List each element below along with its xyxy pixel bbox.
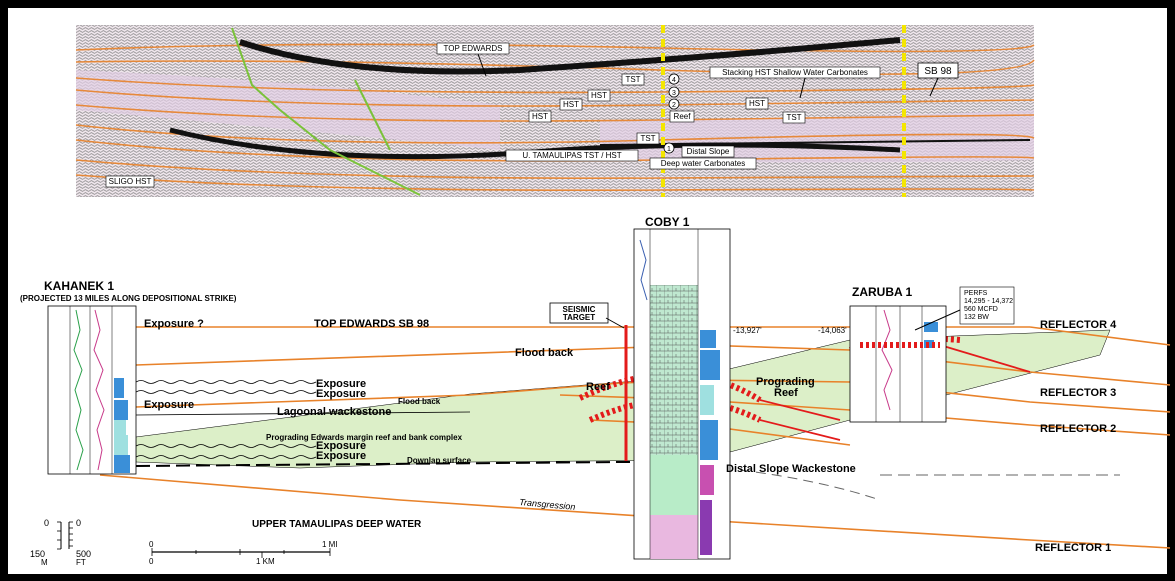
svg-text:Reef: Reef [674,112,692,121]
label-hst-2: HST [559,98,583,111]
svg-text:M: M [41,558,48,567]
svg-text:0: 0 [44,518,49,528]
label-exposure-2: Exposure [316,388,366,400]
cross-section: PERFS 14,295 - 14,372 560 MCFD 132 BW SE… [20,215,1171,560]
svg-text:FT: FT [76,558,86,567]
zaruba-title: ZARUBA 1 [852,285,913,299]
horizontal-scale: 0 1 MI 0 1 KM [149,540,338,566]
label-reef: Reef [586,381,610,393]
label-flood-back-1: Flood back [515,347,574,359]
label-distal-slope-wk: Distal Slope Wackestone [726,463,856,475]
svg-text:1 MI: 1 MI [322,540,338,549]
svg-text:150: 150 [30,549,45,559]
svg-text:1: 1 [667,146,671,153]
svg-text:2: 2 [672,102,676,109]
svg-text:500: 500 [76,549,91,559]
coby-log [633,228,731,560]
label-deep-water-carbonates: Deep water Carbonates [649,157,757,170]
svg-text:HST: HST [749,99,765,108]
label-tamaulipas: U. TAMAULIPAS TST / HST [505,149,639,162]
label-reef-seismic: Reef [669,110,695,123]
reflector-4: REFLECTOR 4 [1040,319,1117,331]
svg-text:3: 3 [672,90,676,97]
label-distal-slope: Distal Slope [681,145,735,158]
svg-text:0: 0 [149,557,154,566]
label-lagoonal: Lagoonal wackestone [277,406,391,418]
svg-text:HST: HST [563,100,579,109]
label-transgression: Transgression [519,497,576,512]
reflector-2: REFLECTOR 2 [1040,423,1116,435]
svg-text:U. TAMAULIPAS TST / HST: U. TAMAULIPAS TST / HST [522,151,621,160]
seismic-marker-1: 1 [663,142,675,154]
svg-text:HST: HST [591,91,607,100]
svg-text:0: 0 [76,518,81,528]
label-tst-top: TST [621,73,645,86]
label-stacking-hst: Stacking HST Shallow Water Carbonates [709,66,881,99]
label-sligo-hst: SLIGO HST [105,175,155,188]
svg-text:560 MCFD: 560 MCFD [964,306,998,313]
label-prograding-margin: Prograding Edwards margin reef and bank … [266,433,463,442]
svg-text:Distal Slope: Distal Slope [687,147,730,156]
coby-title: COBY 1 [645,215,690,229]
perfs-box: PERFS 14,295 - 14,372 560 MCFD 132 BW [914,286,1015,331]
svg-text:SB 98: SB 98 [924,66,952,77]
seismic-marker-2: 2 [668,98,680,110]
svg-text:SEISMIC: SEISMIC [563,305,596,314]
label-exposure-3: Exposure [144,399,194,411]
label-hst-1: HST [587,89,611,102]
exposure-lines [135,380,471,459]
seismic-section: 4 3 2 1 TOP EDWARDS Stacking HST Shallow… [75,25,1035,197]
svg-text:14,295 - 14,372: 14,295 - 14,372 [964,298,1013,305]
seismic-marker-3: 3 [668,86,680,98]
svg-text:TARGET: TARGET [563,313,595,322]
svg-text:TST: TST [640,134,655,143]
label-exposure-1: Exposure [316,378,366,390]
label-tst-lower: TST [636,132,660,145]
label-exposure-q: Exposure ? [144,318,204,330]
svg-text:132 BW: 132 BW [964,314,989,321]
label-prograding-2: Reef [774,387,798,399]
svg-text:Stacking HST Shallow Water Car: Stacking HST Shallow Water Carbonates [722,68,868,77]
seismic-target-box: SEISMIC TARGET [549,302,625,329]
svg-text:Deep water Carbonates: Deep water Carbonates [661,159,746,168]
reflector-1: REFLECTOR 1 [1035,542,1111,554]
svg-text:SLIGO HST: SLIGO HST [109,177,152,186]
depth-zaruba: -14,063' [818,326,847,335]
label-deep-water: UPPER TAMAULIPAS DEEP WATER [252,519,422,530]
seismic-marker-4: 4 [668,73,680,85]
svg-text:1 KM: 1 KM [256,557,275,566]
svg-text:TST: TST [625,75,640,84]
svg-text:TOP EDWARDS: TOP EDWARDS [444,44,503,53]
kahanek-log [47,305,137,475]
kahanek-note: (PROJECTED 13 MILES ALONG DEPOSITIONAL S… [20,294,237,303]
svg-text:HST: HST [532,112,548,121]
svg-text:PERFS: PERFS [964,290,988,297]
label-sb98: SB 98 [917,62,959,97]
label-tst-right: TST [782,111,806,124]
label-hst-3: HST [528,110,552,123]
label-downlap: Downlap surface [407,456,472,465]
depth-coby: -13,927' [733,326,762,335]
zaruba-log [849,305,947,423]
vertical-scale: 0 0 150 500 M FT [30,518,91,567]
svg-text:0: 0 [149,540,154,549]
kahanek-title: KAHANEK 1 [44,279,114,293]
label-flood-back-2: Flood back [398,397,441,406]
label-top-edwards: TOP EDWARDS [436,42,510,77]
label-exposure-5: Exposure [316,450,366,462]
reflector-3: REFLECTOR 3 [1040,387,1116,399]
label-hst-4: HST [745,97,769,110]
label-prograding-1: Prograding [756,376,815,388]
svg-text:TST: TST [786,113,801,122]
label-top-sb98: TOP EDWARDS SB 98 [314,318,429,330]
svg-text:4: 4 [672,77,676,84]
label-exposure-4: Exposure [316,440,366,452]
